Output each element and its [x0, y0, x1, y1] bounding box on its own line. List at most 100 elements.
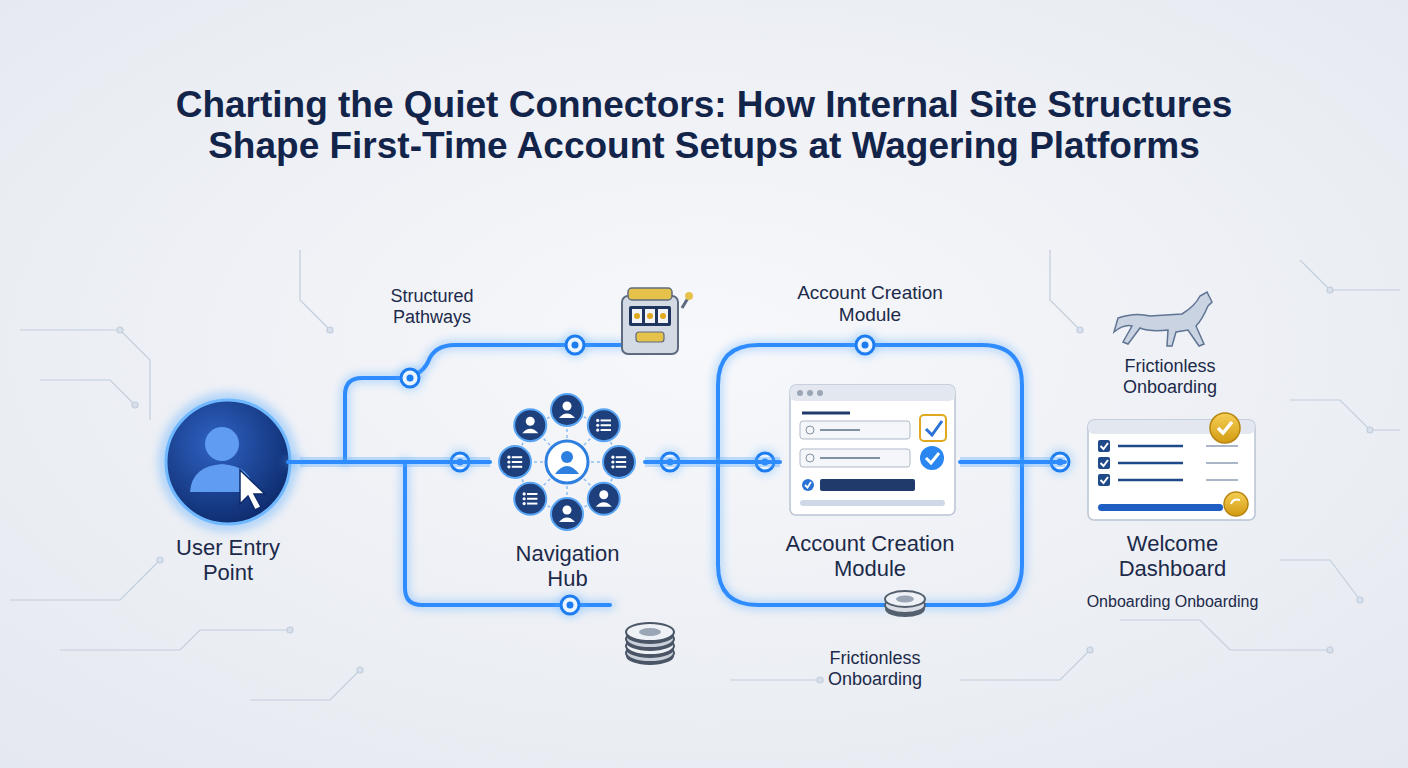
decoration — [512, 456, 522, 458]
decoration — [287, 627, 293, 633]
decoration — [523, 492, 526, 495]
connector-line — [300, 460, 490, 464]
decoration — [300, 250, 330, 330]
decoration — [250, 670, 360, 700]
decoration — [551, 498, 583, 530]
decoration — [523, 497, 526, 500]
connector-line — [960, 460, 1065, 464]
decoration — [1206, 445, 1238, 447]
decoration — [1327, 287, 1333, 293]
decoration — [856, 336, 874, 354]
decoration — [567, 602, 574, 609]
annotation-label: Structured Pathways — [372, 286, 492, 327]
decoration — [611, 456, 614, 459]
annotation-label: Frictionless Onboarding — [1105, 356, 1235, 397]
decoration — [596, 502, 612, 506]
node-label: Navigation Hub — [493, 542, 643, 591]
decoration — [601, 419, 611, 421]
decoration — [1098, 440, 1110, 452]
decoration — [561, 451, 573, 463]
decoration — [960, 650, 1090, 680]
decoration — [527, 503, 537, 505]
node-label: Account Creation Module — [780, 532, 960, 581]
decoration — [601, 424, 611, 426]
decoration — [522, 429, 538, 433]
node-label: Welcome Dashboard — [1088, 532, 1258, 581]
connector — [645, 462, 780, 463]
decoration — [526, 417, 535, 426]
diagram-node: Account Creation Module — [780, 385, 960, 586]
connector-glow — [300, 457, 490, 467]
decoration — [512, 461, 522, 463]
decoration — [1118, 479, 1183, 482]
decoration — [559, 414, 575, 418]
graphic-area — [1065, 415, 1280, 532]
connector — [300, 462, 490, 463]
decoration — [407, 375, 414, 382]
decoration — [616, 456, 626, 458]
decoration — [507, 456, 510, 459]
decoration — [599, 490, 608, 499]
decoration — [817, 677, 823, 683]
decoration — [499, 446, 531, 478]
decoration — [588, 483, 620, 515]
decoration — [60, 630, 290, 650]
graphic-area — [156, 395, 300, 536]
decoration — [397, 365, 423, 391]
decoration — [596, 419, 599, 422]
decoration — [1101, 477, 1109, 483]
decoration — [157, 557, 163, 563]
decoration — [20, 330, 150, 420]
decoration — [611, 465, 614, 468]
decoration — [563, 402, 572, 411]
decoration — [40, 380, 135, 405]
decoration — [1206, 462, 1238, 464]
decoration — [117, 327, 123, 333]
decoration — [1367, 427, 1373, 433]
decoration — [852, 332, 878, 358]
decoration — [512, 466, 522, 468]
decoration — [596, 428, 599, 431]
decoration — [1280, 560, 1360, 600]
decoration — [514, 409, 546, 441]
diagram-node: Welcome DashboardOnboarding Onboarding — [1065, 415, 1280, 616]
decoration — [327, 327, 333, 333]
decoration — [566, 336, 584, 354]
decoration — [603, 446, 635, 478]
node-sublabel: Onboarding Onboarding — [1065, 593, 1280, 611]
decoration — [557, 592, 583, 618]
decoration — [601, 429, 611, 431]
connector — [960, 462, 1065, 463]
decoration — [523, 502, 526, 505]
decoration — [639, 628, 661, 636]
decoration — [588, 409, 620, 441]
decoration — [132, 402, 138, 408]
decoration — [616, 466, 626, 468]
decoration — [1118, 462, 1183, 465]
decoration — [357, 667, 363, 673]
decoration — [563, 506, 572, 515]
annotation-label: Frictionless Onboarding — [810, 648, 940, 689]
decoration — [1118, 445, 1183, 448]
decoration — [862, 342, 869, 349]
decoration — [559, 518, 575, 522]
decoration — [514, 483, 546, 515]
decoration — [1327, 647, 1333, 653]
connector-glow — [645, 457, 780, 467]
decoration — [1290, 400, 1400, 430]
decoration — [596, 424, 599, 427]
connector-glow — [960, 457, 1065, 467]
graphic-area — [490, 395, 645, 542]
decoration — [1120, 620, 1330, 650]
decoration — [626, 623, 674, 641]
decoration — [1098, 474, 1110, 486]
node-label: User Entry Point — [158, 536, 298, 585]
decoration — [507, 465, 510, 468]
decoration — [611, 460, 614, 463]
decoration — [1101, 443, 1109, 449]
decoration — [562, 332, 588, 358]
decoration — [527, 498, 537, 500]
decoration — [1206, 479, 1238, 481]
connector-line — [645, 460, 780, 464]
